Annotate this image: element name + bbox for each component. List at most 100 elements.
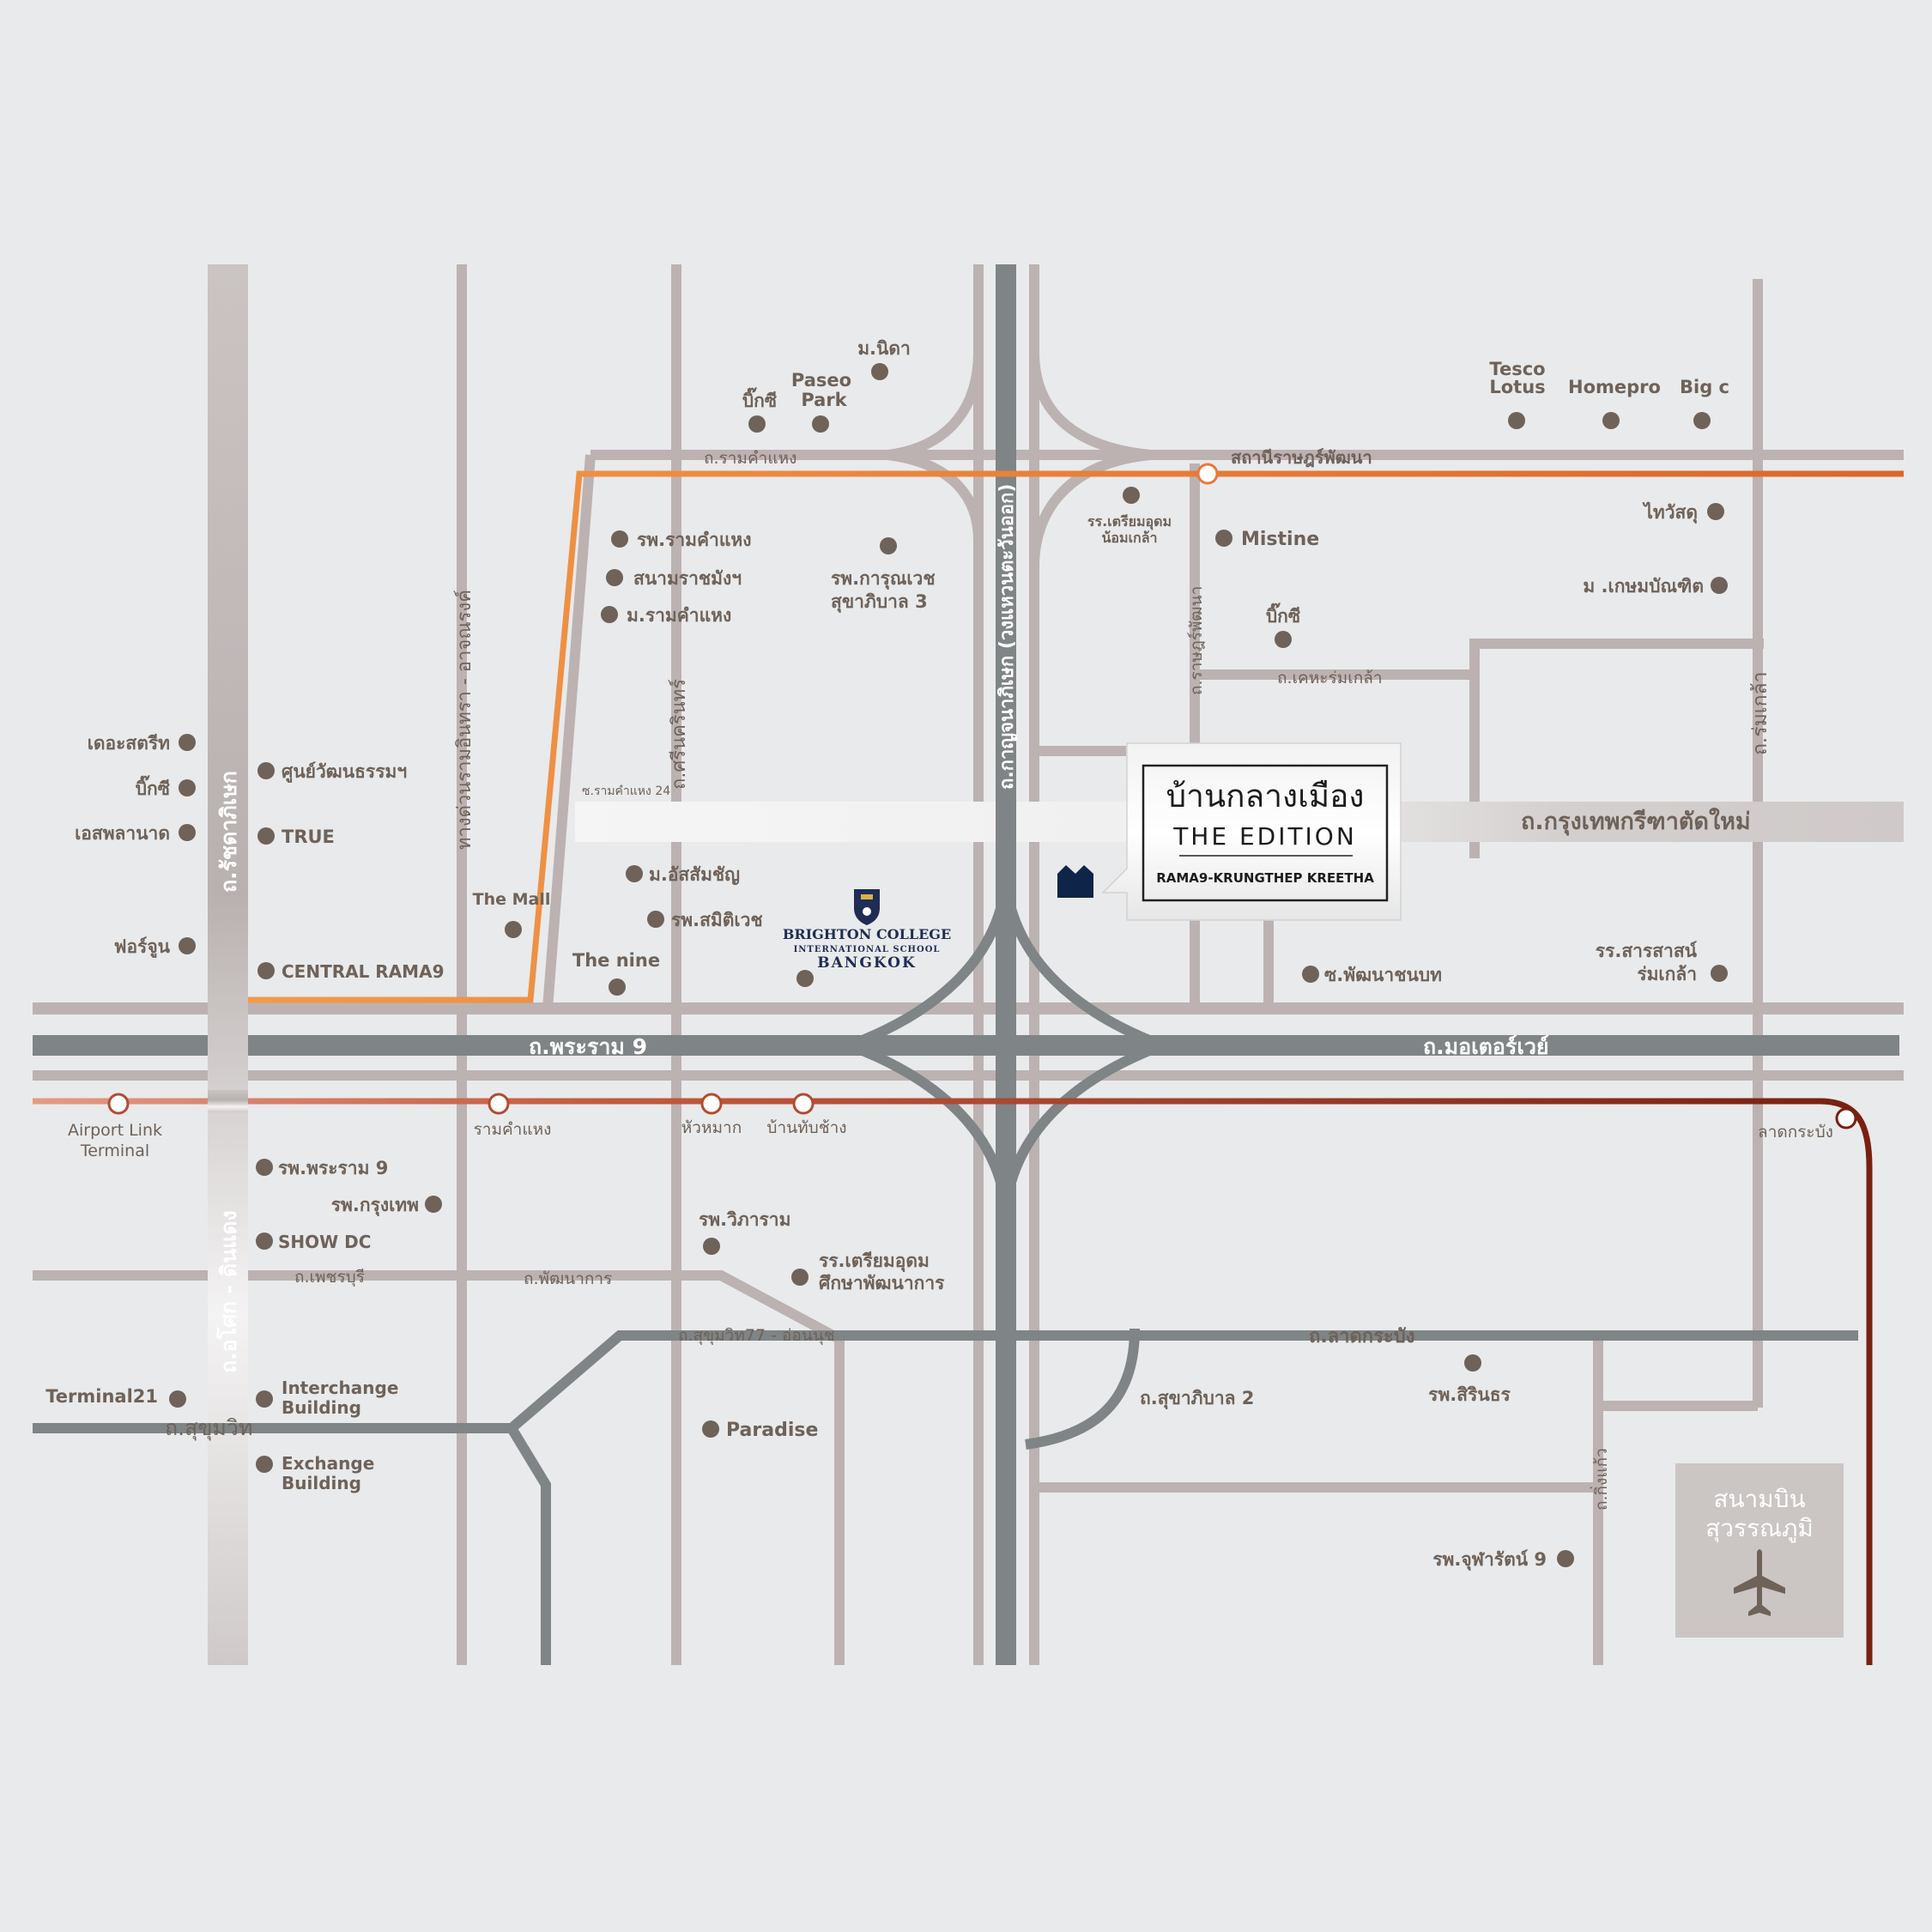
krungthep-kreetha-label: ถ.กรุงเทพกรีฑาตัดใหม่ bbox=[1521, 808, 1751, 836]
station-ban-thap-chang-label: บ้านทับช้าง bbox=[766, 1118, 846, 1137]
airport-label-1: สนามบิน bbox=[1713, 1485, 1805, 1513]
sukhumvit-label: ถ.สุขุมวิท bbox=[165, 1415, 252, 1441]
poi-bigc-north: บิ๊กซี bbox=[742, 387, 777, 411]
road-labels: ถ.รัชดาภิเษก ถ.อโศก - ดินแดง ทางด่วนรามอ… bbox=[165, 449, 1772, 1511]
project-subtitle: THE EDITION bbox=[1172, 822, 1357, 851]
poi-sarasas-2: ร่มเกล้า bbox=[1637, 964, 1697, 984]
poi-dot bbox=[1693, 412, 1711, 429]
poi-dot bbox=[169, 1390, 186, 1408]
romklao-label: ถ.ร่มเกล้า bbox=[1749, 671, 1772, 755]
poi-terminal21: Terminal21 bbox=[45, 1386, 158, 1407]
poi-dot bbox=[256, 1232, 273, 1250]
poi-triam-pat-2: ศึกษาพัฒนาการ bbox=[819, 1273, 945, 1293]
ramkhamhaeng-label: ถ.รามคำแหง bbox=[704, 449, 796, 468]
ratchadaphisek-label: ถ.รัชดาภิเษก bbox=[216, 771, 241, 893]
airport-label-2: สุวรรณภูมิ bbox=[1705, 1514, 1814, 1543]
poi-paseo-1: Paseo bbox=[791, 370, 851, 391]
poi-dot bbox=[1215, 530, 1232, 547]
sukhaphiban2-road bbox=[1025, 1328, 1140, 1450]
station-ban-thap-chang-marker bbox=[792, 1093, 815, 1115]
poi-sarasas-1: รร.สารสาสน์ bbox=[1596, 941, 1698, 961]
poi-dot bbox=[1557, 1550, 1574, 1567]
poi-dot bbox=[179, 824, 196, 841]
project-location-icon bbox=[1057, 865, 1093, 898]
poi-triam-pat-1: รร.เตรียมอุดม bbox=[819, 1251, 930, 1273]
station-rat-phatthana-label: สถานีราษฎร์พัฒนา bbox=[1231, 447, 1372, 468]
poi-bigc-east: บิ๊กซี bbox=[1266, 603, 1300, 627]
poi-dot bbox=[812, 415, 829, 433]
rama9-label: ถ.พระราม 9 bbox=[529, 1034, 647, 1059]
lat-krabang-road-label: ถ.ลาดกระบัง bbox=[1309, 1326, 1414, 1348]
poi-true: TRUE bbox=[282, 827, 335, 847]
poi-dot bbox=[703, 1238, 720, 1255]
poi-dot bbox=[256, 1456, 273, 1473]
poi-dot bbox=[505, 921, 522, 938]
poi-dot bbox=[796, 970, 814, 987]
poi-dot bbox=[179, 779, 196, 796]
project-tagline: RAMA9-KRUNGTHEP KREETHA bbox=[1156, 870, 1374, 886]
poi-dot bbox=[1508, 412, 1525, 429]
poi-dot bbox=[611, 530, 628, 548]
sukhaphiban2-label: ถ.สุขาภิบาล 2 bbox=[1140, 1388, 1254, 1410]
kheha-romklao-label: ถ.เคหะร่มเกล้า bbox=[1277, 669, 1383, 687]
poi-fortune: ฟอร์จูน bbox=[114, 936, 171, 959]
project-title: บ้านกลางเมือง bbox=[1166, 778, 1365, 815]
poi-chularat: รพ.จุฬารัตน์ 9 bbox=[1432, 1549, 1547, 1572]
poi-dot bbox=[1711, 965, 1728, 982]
srinakarin-label: ถ.ศรีนครินทร์ bbox=[669, 679, 690, 790]
airport-link-stations bbox=[107, 1093, 1857, 1130]
poi-the-nine: The nine bbox=[572, 950, 660, 971]
poi-dot bbox=[1602, 412, 1620, 429]
airplane-icon bbox=[1734, 1549, 1785, 1616]
poi-triam-nomklao-1: รร.เตรียมอุดม bbox=[1087, 513, 1172, 530]
poi-m-nida: ม.นิดา bbox=[857, 338, 911, 359]
poi-dot bbox=[1123, 487, 1140, 504]
poi-tesco-2: Lotus bbox=[1489, 377, 1545, 397]
school-name-line3: BANGKOK bbox=[817, 954, 917, 972]
ramkhamhaeng24-label: ซ.รามคำแหง 24 bbox=[582, 784, 670, 798]
station-ramkhamhaeng-marker bbox=[488, 1093, 510, 1115]
poi-exchange-1: Exchange bbox=[282, 1453, 374, 1474]
motorway-label: ถ.มอเตอร์เวย์ bbox=[1423, 1034, 1549, 1059]
poi-dot bbox=[880, 537, 897, 554]
poi-dot bbox=[702, 1420, 719, 1438]
poi-dot bbox=[256, 1390, 273, 1408]
poi-dot bbox=[425, 1196, 442, 1213]
expressway-label: ทางด่วนรามอินทรา - อาจณรงค์ bbox=[454, 590, 475, 850]
poi-dot bbox=[256, 1159, 273, 1176]
poi-dot bbox=[626, 865, 643, 882]
orange-line bbox=[248, 470, 1904, 1003]
poi-m-ramkhamhaeng: ม.รามคำแหง bbox=[627, 605, 731, 626]
poi-vibharam: รพ.วิภาราม bbox=[699, 1209, 790, 1230]
station-hua-mak-marker bbox=[700, 1093, 723, 1115]
poi-dot bbox=[1275, 631, 1292, 648]
minor-roads bbox=[33, 264, 1904, 1665]
poi-karunvej-2: สุขาภิบาล 3 bbox=[831, 591, 928, 614]
poi-dot bbox=[609, 978, 626, 996]
poi-the-street: เดอะสตรีท bbox=[88, 733, 170, 754]
station-ramkhamhaeng-label: รามคำแหง bbox=[474, 1120, 552, 1139]
poi-dot bbox=[871, 363, 888, 380]
asoke-dindaeng-label: ถ.อโศก - ดินแดง bbox=[215, 1210, 241, 1373]
rat-phatthana-label: ถ.ราษฎร์พัฒนา bbox=[1187, 586, 1206, 695]
poi-interchange-1: Interchange bbox=[282, 1378, 398, 1398]
major-roads bbox=[33, 264, 1899, 1665]
station-rat-phatthana-marker bbox=[1196, 463, 1219, 485]
station-lat-krabang-label: ลาดกระบัง bbox=[1758, 1123, 1833, 1142]
poi-soi-phatthana: ซ.พัฒนาชนบท bbox=[1324, 965, 1442, 985]
kanchanaphisek-label: ถ.กาญจนาภิเษก (วงแหวนตะวันออก) bbox=[996, 484, 1018, 790]
station-labels: สถานีราษฎร์พัฒนา Airport Link Terminal ร… bbox=[68, 447, 1833, 1160]
poi-dot bbox=[257, 827, 275, 845]
station-airport-link-terminal-marker bbox=[107, 1093, 130, 1115]
station-hua-mak-label: หัวหมาก bbox=[681, 1118, 742, 1137]
poi-dot bbox=[601, 606, 618, 623]
poi-rs-ramkhamhaeng: รพ.รามคำแหง bbox=[637, 530, 752, 550]
points-of-interest: ม.นิดา บิ๊กซี Paseo Park Tesco Lotus Hom… bbox=[45, 338, 1729, 1572]
school-name-line1: BRIGHTON COLLEGE bbox=[783, 926, 951, 942]
sukhumvit77-label: ถ.สุขุมวิท77 - อ่อนนุช bbox=[678, 1326, 835, 1346]
poi-karunvej-1: รพ.การุณเวช bbox=[831, 568, 936, 591]
station-lat-krabang-marker bbox=[1835, 1107, 1857, 1130]
poi-cultural-centre: ศูนย์วัฒนธรรมฯ bbox=[282, 761, 407, 784]
poi-paradise: Paradise bbox=[726, 1420, 818, 1441]
